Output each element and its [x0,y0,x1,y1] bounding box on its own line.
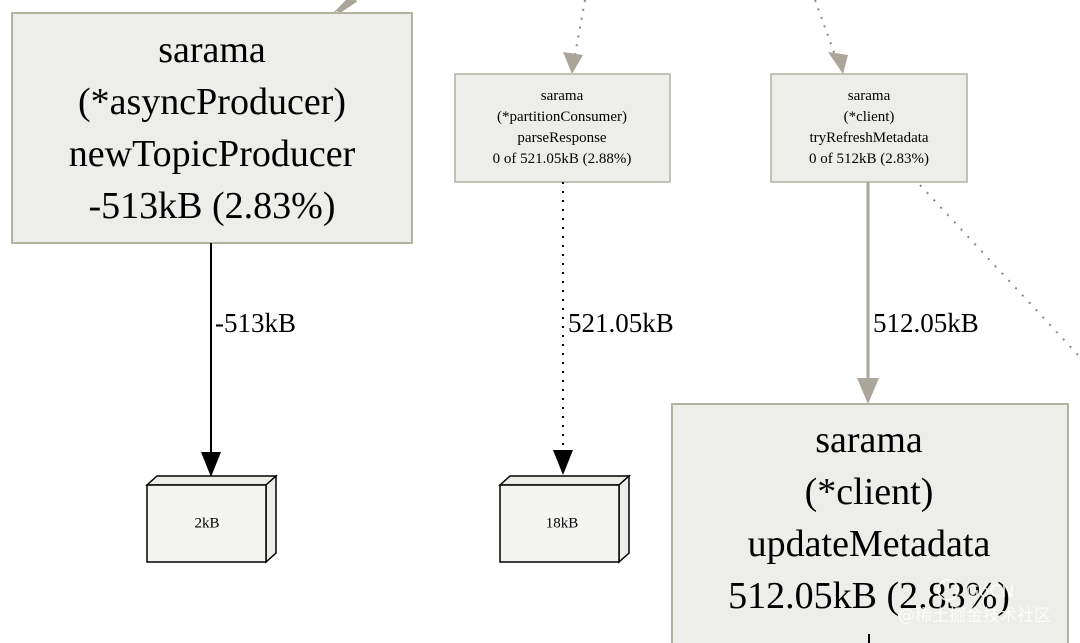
node-async-producer-line-2: (*asyncProducer) [78,81,346,123]
box-2kb-label: 2kB [194,515,219,531]
box-18kb-label: 18kB [546,515,579,531]
node-partition-consumer[interactable]: sarama (*partitionConsumer) parseRespons… [454,73,671,183]
node-client-refresh-line-3: tryRefreshMetadata [809,130,928,146]
box-2kb[interactable]: 2kB [145,474,278,564]
node-async-producer-line-3: newTopicProducer [69,133,356,175]
node-partition-consumer-line-3: parseResponse [517,130,606,146]
watermark-text: @稀土掘金技术社区 [898,606,1051,626]
node-async-producer-line-4: -513kB (2.83%) [89,185,336,227]
edge-refresh-label: 512.05kB [873,308,979,338]
wechat-logo-icon [937,579,959,601]
node-client-refresh-line-4: 0 of 512kB (2.83%) [809,151,929,167]
node-partition-consumer-line-1: sarama [541,88,584,104]
incoming-arrowhead-producer [332,0,356,14]
edge-producer-to-box: -513kB [201,243,296,477]
node-client-refresh-line-2: (*client) [844,109,895,125]
incoming-edges [332,0,1079,356]
node-partition-consumer-line-4: 0 of 521.05kB (2.88%) [493,151,632,167]
box-18kb[interactable]: 18kB [498,474,631,564]
edge-consumer-label: 521.05kB [568,308,674,338]
incoming-edge-consumer [574,0,586,56]
incoming-edge-refresh [814,0,836,56]
node-client-update-line-3: updateMetadata [748,523,991,565]
edge-consumer-to-box: 521.05kB [553,182,674,475]
edge-consumer-arrowhead [553,450,573,475]
edge-producer-label: -513kB [215,308,296,338]
watermark: GoCN @稀土掘金技术社区 [898,579,1051,626]
edge-refresh-arrowhead [857,378,879,404]
node-client-update-line-1: sarama [815,419,923,461]
incoming-edge-producer [336,0,358,14]
watermark-logo: GoCN [966,582,1014,602]
edge-producer-arrowhead [201,452,221,477]
node-async-producer-line-1: sarama [158,29,266,71]
node-client-refresh[interactable]: sarama (*client) tryRefreshMetadata 0 of… [770,73,968,183]
node-async-producer[interactable]: sarama (*asyncProducer) newTopicProducer… [11,12,413,244]
node-client-update-line-4: 512.05kB (2.83%) [728,575,1010,617]
node-client-update-line-2: (*client) [805,471,934,513]
node-client-update[interactable]: sarama (*client) updateMetadata 512.05kB… [671,403,1069,643]
node-client-refresh-line-1: sarama [848,88,891,104]
node-partition-consumer-line-2: (*partitionConsumer) [497,109,627,125]
incoming-arrowhead-consumer [563,52,583,74]
edge-refresh-to-update: 512.05kB [857,182,979,404]
incoming-arrowhead-refresh [828,52,848,74]
